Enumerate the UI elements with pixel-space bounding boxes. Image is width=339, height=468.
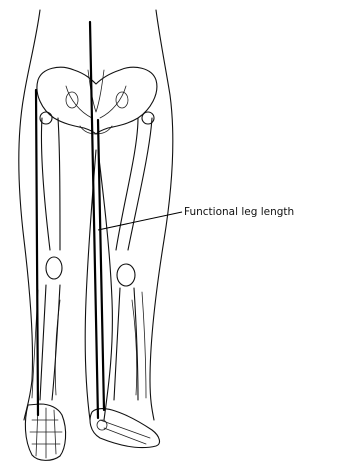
measurement-lines bbox=[36, 22, 182, 418]
pelvis bbox=[37, 67, 157, 134]
left-leg-reference-line bbox=[36, 90, 38, 415]
label-leader-line bbox=[98, 212, 182, 230]
lower-leg-bones bbox=[32, 285, 146, 400]
left-foot bbox=[25, 404, 65, 460]
functional-leg-length-label: Functional leg length bbox=[184, 206, 294, 218]
right-leg-reference-line bbox=[98, 120, 104, 410]
knees bbox=[46, 257, 135, 286]
right-foot bbox=[90, 409, 159, 448]
